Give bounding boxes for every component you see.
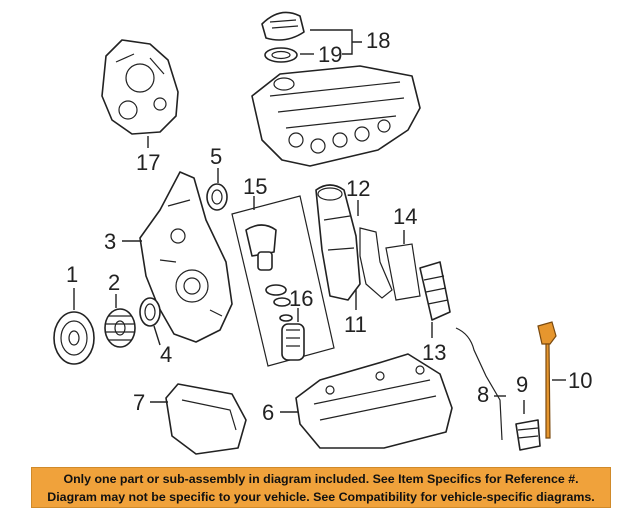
- notice-line-2: Diagram may not be specific to your vehi…: [47, 490, 595, 504]
- callout-12: 12: [346, 176, 370, 201]
- callout-17: 17: [136, 150, 160, 175]
- callout-15: 15: [243, 174, 267, 199]
- timing-cover: [101, 39, 179, 135]
- callout-5: 5: [210, 144, 222, 169]
- oil-cooler-gasket: [385, 243, 421, 301]
- cylinder-head: [251, 65, 421, 167]
- callout-4: 4: [160, 342, 172, 367]
- harmonic-balancer-hub: [104, 308, 136, 348]
- callout-16: 16: [289, 286, 313, 311]
- callout-18: 18: [366, 28, 390, 53]
- callout-13: 13: [422, 340, 446, 365]
- oil-cooler: [419, 261, 451, 321]
- notice-line-1: Only one part or sub-assembly in diagram…: [63, 472, 579, 486]
- callout-19: 19: [318, 42, 342, 67]
- oil-dipstick: [537, 321, 557, 439]
- upper-oil-pan: [295, 353, 453, 449]
- housing-gasket: [359, 227, 393, 299]
- callout-9: 9: [516, 372, 528, 397]
- dipstick-tube: [455, 327, 503, 441]
- filler-cap-seal: [264, 47, 298, 63]
- dipstick-tube-seal: [515, 419, 541, 451]
- leader-4: [153, 325, 161, 346]
- callout-2: 2: [108, 270, 120, 295]
- lower-oil-pan: [165, 383, 247, 455]
- oil-filter-kit-box: [231, 195, 335, 367]
- engine-parts-diagram: 18 19 17 5 3: [53, 11, 592, 455]
- leader-18-bracket: [310, 29, 362, 55]
- oil-filler-cap: [261, 11, 305, 41]
- callout-1: 1: [66, 262, 78, 287]
- front-crank-seal: [139, 297, 161, 327]
- notice-banner: Only one part or sub-assembly in diagram…: [31, 467, 611, 508]
- callout-14: 14: [393, 204, 417, 229]
- seal-ring: [206, 183, 228, 211]
- callout-8: 8: [477, 382, 489, 407]
- callout-3: 3: [104, 229, 116, 254]
- callout-10: 10: [568, 368, 592, 393]
- crankshaft-pulley: [53, 311, 95, 365]
- callout-7: 7: [133, 390, 145, 415]
- callout-6: 6: [262, 400, 274, 425]
- callout-11: 11: [344, 312, 367, 337]
- oil-filter-housing: [315, 184, 361, 301]
